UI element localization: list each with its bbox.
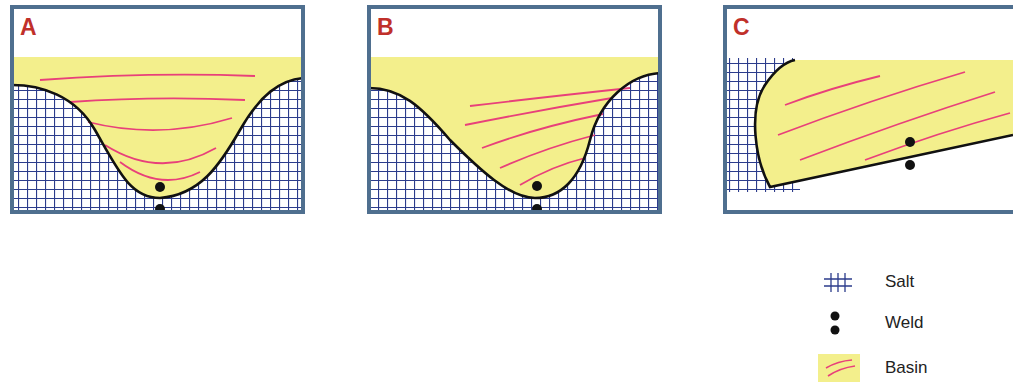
legend-text: Basin	[885, 358, 928, 378]
weld-dot	[532, 181, 542, 191]
panel-a	[12, 7, 303, 216]
weld-symbol	[831, 326, 840, 335]
weld-symbol	[831, 312, 840, 321]
salt-boundary	[12, 78, 303, 198]
weld-dot	[905, 137, 915, 147]
legend-symbols	[818, 273, 860, 382]
legend-text-holder: Basin	[885, 358, 928, 378]
legend-text: Salt	[885, 272, 914, 292]
basin-fill	[12, 57, 303, 198]
strata-lines	[778, 72, 1010, 160]
panel-letter-holder: B	[377, 14, 394, 41]
salt-symbol	[824, 273, 852, 292]
legend-text-holder: Salt	[885, 272, 914, 292]
basin-symbol-lines	[826, 360, 855, 376]
panel-frame	[369, 7, 660, 212]
strata-lines	[40, 75, 255, 180]
salt-boundary	[369, 73, 660, 198]
panel-letter-holder: A	[20, 14, 37, 41]
panel-letter: A	[20, 14, 37, 41]
weld-dot	[905, 160, 915, 170]
panel-b	[369, 7, 660, 216]
salt-boundary	[755, 60, 1013, 187]
basin-fill	[369, 57, 660, 198]
panel-letter: C	[733, 14, 750, 41]
panel-letter-holder: C	[733, 14, 750, 41]
legend-text-holder: Weld	[885, 313, 923, 333]
panel-frame	[725, 7, 1013, 212]
basin-symbol	[818, 354, 860, 382]
panel-frame	[12, 7, 303, 212]
basin-fill	[755, 60, 1013, 187]
weld-dot	[155, 182, 165, 192]
strata-lines	[465, 88, 630, 185]
panel-c	[725, 7, 1013, 212]
panel-letter: B	[377, 14, 394, 41]
legend-text: Weld	[885, 313, 923, 333]
